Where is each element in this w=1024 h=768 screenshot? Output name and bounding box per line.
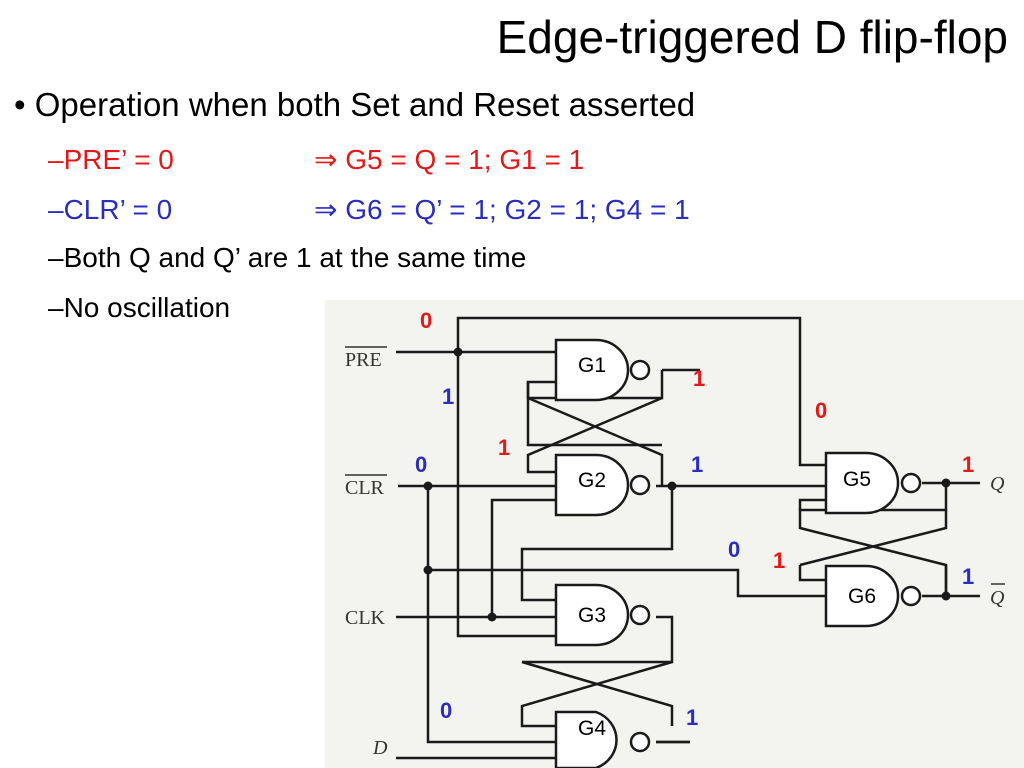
dash: – (48, 194, 64, 225)
junction-dot (941, 478, 951, 488)
flip-flop-circuit-diagram: G1 G2 G3 G4 G5 G6 PRE CLR CLK D Q Q 0 1 … (325, 300, 1024, 768)
dash: – (48, 144, 64, 175)
subitem-both: –Both Q and Q’ are 1 at the same time (48, 244, 526, 272)
wire-g5-in (798, 498, 826, 510)
subitem-label: PRE’ = 0 (63, 144, 174, 175)
subitem-clr: –CLR’ = 0 ⇒ G6 = Q’ = 1; G2 = 1; G4 = 1 (48, 194, 690, 225)
wire-clk-g2 (490, 498, 556, 617)
gate-label-g6: G6 (848, 585, 876, 608)
inversion-bubble (900, 585, 922, 607)
wire-cross-g6-g5 (799, 510, 948, 567)
value-g2-out: 1 (691, 452, 703, 477)
inversion-bubble (900, 472, 922, 494)
nand-gate-g2 (554, 453, 630, 517)
value-g4-out: 1 (686, 705, 698, 730)
wire-g3-out (522, 615, 674, 664)
nand-gate-g5 (824, 451, 900, 515)
inversion-bubble (629, 359, 651, 381)
signal-clr: CLR (345, 477, 385, 499)
bullet-marker: • (14, 86, 26, 123)
value-q-out: 1 (962, 452, 974, 477)
signal-clk: CLK (345, 607, 386, 629)
result-text: G6 = Q’ = 1; G2 = 1; G4 = 1 (345, 194, 690, 225)
value-g2-fb: 1 (498, 435, 510, 460)
subitem-label: No oscillation (63, 292, 231, 323)
result-text: G5 = Q = 1; G1 = 1 (345, 144, 585, 175)
inversion-bubble (629, 474, 651, 496)
implies-arrow: ⇒ (314, 194, 338, 225)
wire-pre-g5 (456, 316, 826, 467)
signal-q: Q (990, 473, 1005, 495)
dash: – (48, 242, 64, 273)
nand-gate-g6 (824, 564, 900, 628)
wire-cross-g4-g3 (520, 660, 673, 728)
value-pre-top: 0 (420, 308, 432, 333)
implies-arrow: ⇒ (314, 144, 338, 175)
subitem-label: CLR’ = 0 (63, 194, 173, 225)
wire-clr-g4 (426, 570, 556, 744)
main-bullet: • Operation when both Set and Reset asse… (14, 88, 695, 121)
value-g1-fb: 1 (442, 384, 454, 409)
junction-dot (487, 612, 497, 622)
dash: – (48, 292, 64, 323)
gate-label-g2: G2 (578, 469, 606, 492)
subitem-result: ⇒ G6 = Q’ = 1; G2 = 1; G4 = 1 (314, 196, 690, 224)
wire-fb-1 (526, 382, 662, 447)
inversion-bubble (629, 731, 651, 753)
nand-gate-g4 (554, 710, 618, 768)
value-g1-out: 1 (693, 366, 705, 391)
diagram-background (325, 300, 1024, 768)
junction-dot (423, 481, 433, 491)
value-clr-in: 0 (415, 452, 427, 477)
wire-pre-g3 (456, 352, 556, 638)
junction-dot (667, 481, 677, 491)
subitem-pre: –PRE’ = 0 ⇒ G5 = Q = 1; G1 = 1 (48, 144, 584, 175)
gate-label-g3: G3 (578, 604, 606, 627)
subitem-label: Both Q and Q’ are 1 at the same time (63, 242, 527, 273)
gate-label-g5: G5 (843, 468, 871, 491)
gate-label-g1: G1 (578, 354, 606, 377)
gates (554, 338, 922, 768)
signal-d: D (372, 737, 388, 759)
junction-dots (423, 347, 951, 622)
gate-label-g4: G4 (578, 717, 606, 740)
slide-title: Edge-triggered D flip-flop (496, 11, 1008, 63)
value-g6-fb: 1 (773, 548, 785, 573)
subitem-no-oscillation: –No oscillation (48, 294, 230, 322)
value-g4-in: 0 (440, 698, 452, 723)
value-g5-in: 0 (815, 398, 827, 423)
main-bullet-text: Operation when both Set and Reset assert… (34, 86, 696, 123)
value-qbar-out: 1 (962, 564, 974, 589)
wire-clr-g6 (426, 486, 826, 598)
junction-dot (941, 591, 951, 601)
wire-g2-to-g3 (520, 486, 674, 602)
signal-pre: PRE (345, 349, 382, 371)
signal-qbar: Q (990, 587, 1005, 609)
nand-gate-g3 (554, 583, 630, 647)
wire-cross-g2-g1 (527, 396, 664, 486)
inversion-bubble (629, 604, 651, 626)
nand-gate-g1 (554, 338, 630, 402)
wire-cross-g3-g4 (521, 660, 674, 726)
wire-g6-in (798, 565, 826, 582)
value-g6-pre: 0 (728, 537, 740, 562)
subitem-result: ⇒ G5 = Q = 1; G1 = 1 (314, 146, 584, 174)
junction-dot (423, 565, 433, 575)
junction-dot (453, 347, 463, 357)
